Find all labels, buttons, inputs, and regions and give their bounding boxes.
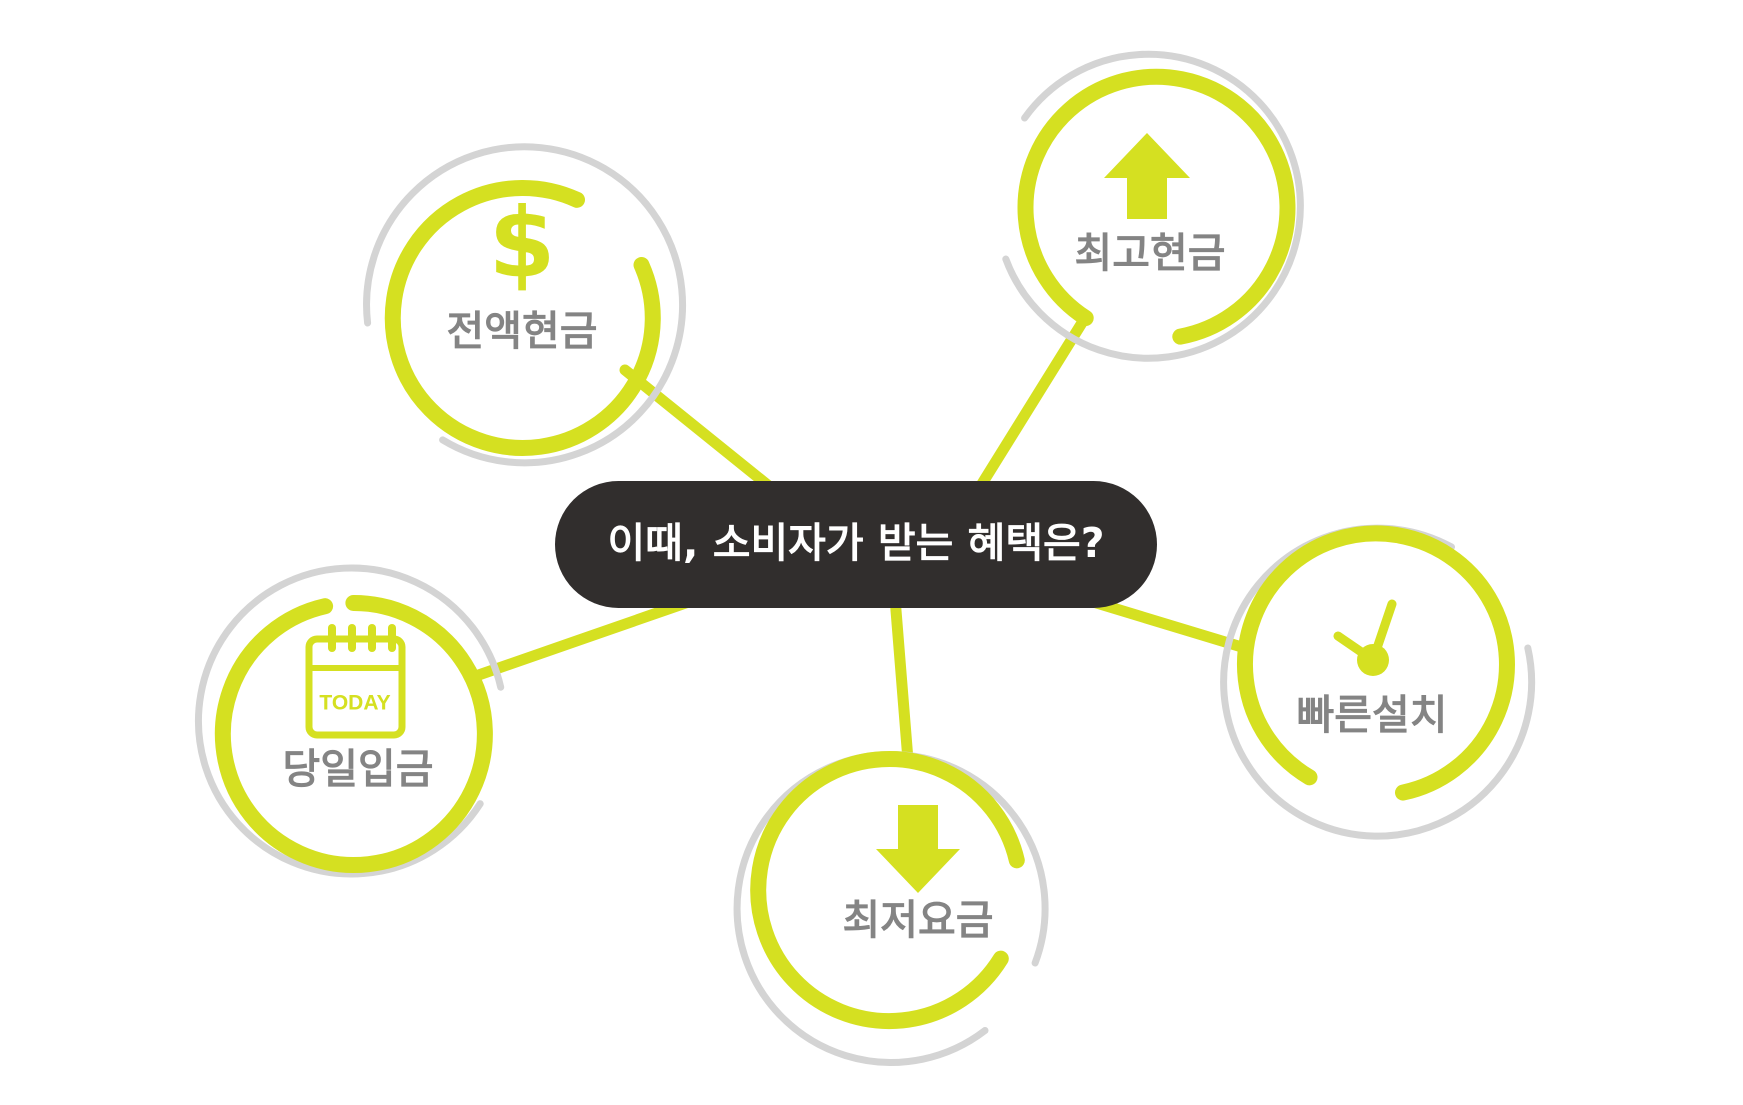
inner-ring xyxy=(1237,525,1515,801)
benefit-node-same-day-deposit: TODAY 당일입금 xyxy=(195,564,505,878)
calendar-body xyxy=(305,635,406,739)
benefit-label: 당일입금 xyxy=(283,745,434,793)
outer-ring xyxy=(1002,50,1304,362)
inner-ring xyxy=(1017,68,1296,345)
outer-ring xyxy=(195,564,505,878)
outer-ring xyxy=(1220,524,1536,840)
connector-max-cash xyxy=(969,312,1091,501)
center-question: 이때, 소비자가 받는 혜택은? xyxy=(555,481,1157,608)
arrow-up-icon xyxy=(1104,133,1190,219)
outer-ring xyxy=(733,750,1049,1066)
benefit-label: 빠른설치 xyxy=(1297,691,1448,739)
clock-icon xyxy=(1333,599,1397,676)
center-question-text: 이때, 소비자가 받는 혜택은? xyxy=(607,519,1104,567)
benefit-label: 전액현금 xyxy=(447,307,598,355)
benefit-node-max-cash: 최고현금 xyxy=(1002,50,1304,362)
outer-ring xyxy=(363,143,687,467)
dollar-sign-icon: $ xyxy=(489,187,556,299)
inner-ring xyxy=(384,179,661,456)
calendar-icon: TODAY xyxy=(305,624,406,739)
inner-ring xyxy=(214,594,493,873)
connector-lowest-fee xyxy=(889,592,914,766)
benefit-label: 최고현금 xyxy=(1075,229,1226,277)
benefit-node-fast-install: 빠른설치 xyxy=(1220,524,1536,840)
arrow-down-icon xyxy=(876,805,960,893)
benefit-node-lowest-fee: 최저요금 xyxy=(733,750,1049,1066)
benefit-node-full-cash: $ 전액현금 xyxy=(363,143,687,467)
calendar-today-text: TODAY xyxy=(319,692,390,715)
center-pill xyxy=(555,481,1157,608)
clock-center xyxy=(1357,644,1389,676)
benefit-label: 최저요금 xyxy=(843,896,994,944)
inner-ring xyxy=(750,751,1025,1030)
connector-full-cash xyxy=(619,364,786,501)
connector-same-day-deposit xyxy=(464,592,706,684)
